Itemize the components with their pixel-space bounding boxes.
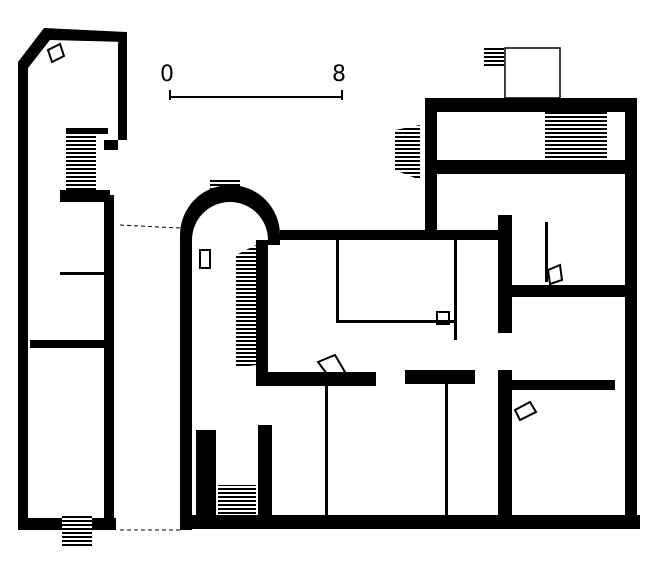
stairs	[119, 47, 607, 531]
left-wing-stair	[46, 42, 96, 547]
scale-start-label: 0	[160, 62, 174, 87]
windows	[182, 180, 635, 527]
left-wing	[18, 28, 127, 530]
scale-end-label: 8	[332, 62, 346, 87]
scale-bar	[169, 90, 343, 100]
